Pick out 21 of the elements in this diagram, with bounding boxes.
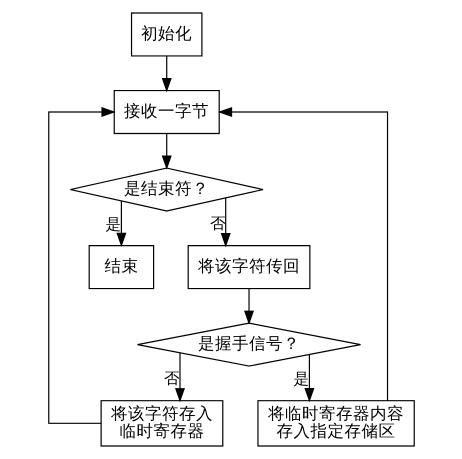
node-box: 将该字符存入临时寄存器 [100, 400, 223, 447]
arrow [174, 353, 184, 402]
node-box: 将临时寄存器内容存入指定存储区 [256, 400, 414, 447]
node-diamond: 是结束符？ [69, 167, 264, 212]
arrow [220, 198, 230, 248]
arrow [244, 288, 254, 325]
arrow [161, 56, 172, 92]
edge-label: 否 [209, 214, 226, 232]
node-box: 结束 [88, 245, 154, 290]
node-box: 接收一字节 [113, 90, 220, 134]
edge-label: 否 [164, 369, 180, 388]
arrow [161, 134, 172, 170]
arrow [48, 107, 116, 424]
arrow [304, 354, 314, 402]
edge-label: 是 [105, 216, 122, 234]
arrow [217, 107, 388, 400]
node-diamond: 是握手信号？ [136, 322, 361, 367]
edge-label: 是 [293, 370, 310, 388]
node-box: 初始化 [130, 12, 202, 57]
arrow [116, 200, 126, 248]
node-box: 将该字符传回 [187, 245, 310, 290]
